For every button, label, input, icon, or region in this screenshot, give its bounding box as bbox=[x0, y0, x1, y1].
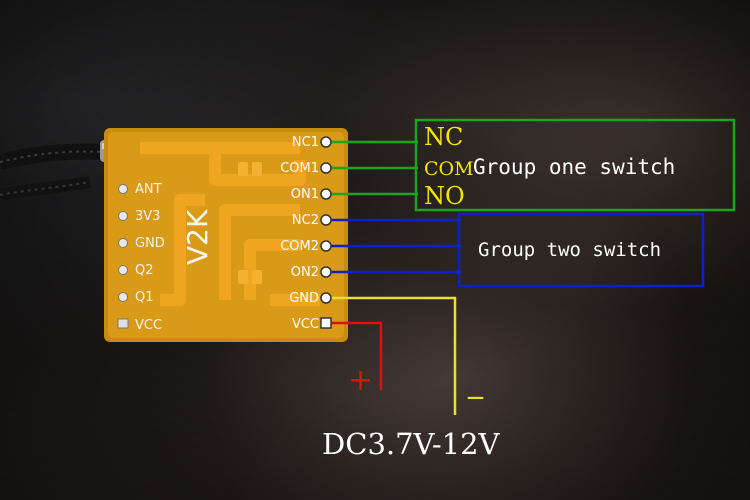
pin-label-on1: ON1 bbox=[291, 187, 319, 202]
no-label: NO bbox=[424, 182, 465, 210]
module-name: V2K bbox=[181, 209, 214, 265]
group-one-wires bbox=[330, 140, 418, 196]
group-one-title: Group one switch bbox=[473, 155, 675, 179]
pcb-board: V2K ANT 3V3 GND Q2 Q1 VCC NC1 COM1 ON1 N… bbox=[104, 128, 348, 342]
vcc-wire bbox=[330, 321, 383, 390]
minus-sign: _ bbox=[467, 365, 484, 400]
pin-label-com2: COM2 bbox=[280, 239, 319, 254]
group-two-box: Group two switch bbox=[457, 212, 705, 288]
pin-label-gnd-right: GND bbox=[289, 291, 319, 306]
pin-label-nc2: NC2 bbox=[292, 213, 319, 228]
gnd-wire bbox=[330, 296, 457, 415]
module-label: V2K bbox=[181, 209, 214, 265]
pin-label-q2: Q2 bbox=[135, 263, 154, 278]
pin-label-ant: ANT bbox=[135, 182, 162, 197]
pin-label-com1: COM1 bbox=[280, 161, 319, 176]
plus-sign: + bbox=[348, 363, 373, 398]
pin-label-gnd-left: GND bbox=[135, 236, 165, 251]
pin-label-nc1: NC1 bbox=[292, 135, 319, 150]
pin-label-3v3: 3V3 bbox=[135, 209, 160, 224]
group-two-wires bbox=[330, 218, 461, 274]
pin-label-q1: Q1 bbox=[135, 290, 154, 305]
antenna-coil bbox=[0, 143, 106, 201]
pin-label-on2: ON2 bbox=[291, 265, 319, 280]
com-label: COM bbox=[424, 158, 474, 180]
voltage-label: DC3.7V-12V bbox=[322, 427, 501, 461]
pin-label-vcc-left: VCC bbox=[135, 318, 162, 333]
nc-label: NC bbox=[424, 123, 463, 151]
pin-label-vcc-right: VCC bbox=[292, 317, 319, 332]
group-one-box: NC COM Group one switch NO bbox=[414, 118, 736, 212]
group-two-title: Group two switch bbox=[478, 239, 661, 261]
